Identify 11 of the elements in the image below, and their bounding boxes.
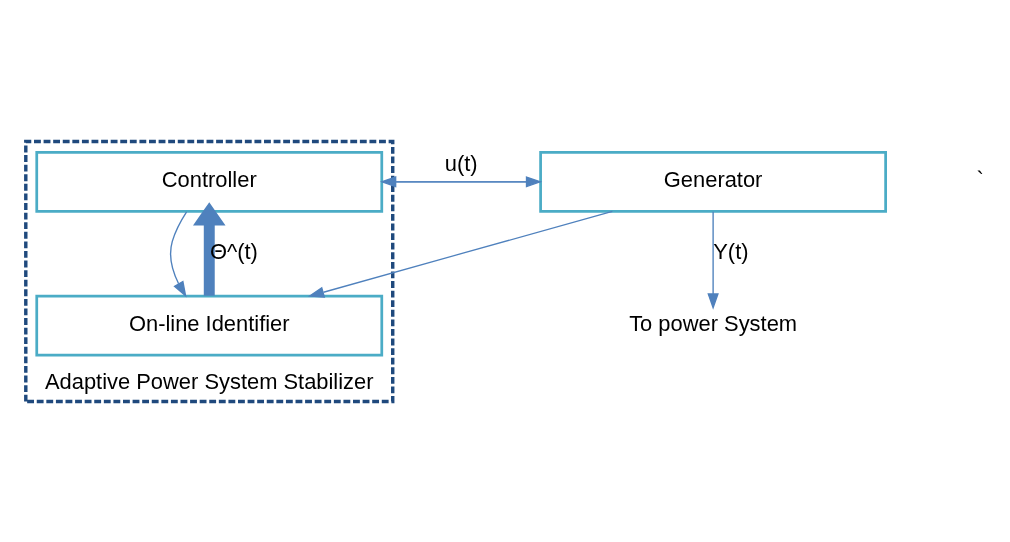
arrow — [169, 210, 188, 298]
arrow — [193, 201, 226, 296]
node-box: Controller — [35, 150, 384, 213]
label: ` — [976, 166, 984, 192]
node-text: To power System — [629, 310, 798, 336]
node-box: On-line Identifier — [35, 294, 384, 356]
arrow — [307, 210, 614, 298]
arrow — [707, 210, 719, 310]
edge-label: u(t) — [444, 150, 478, 176]
node-box: Generator — [539, 150, 887, 213]
edge-label: Y(t) — [713, 238, 749, 264]
